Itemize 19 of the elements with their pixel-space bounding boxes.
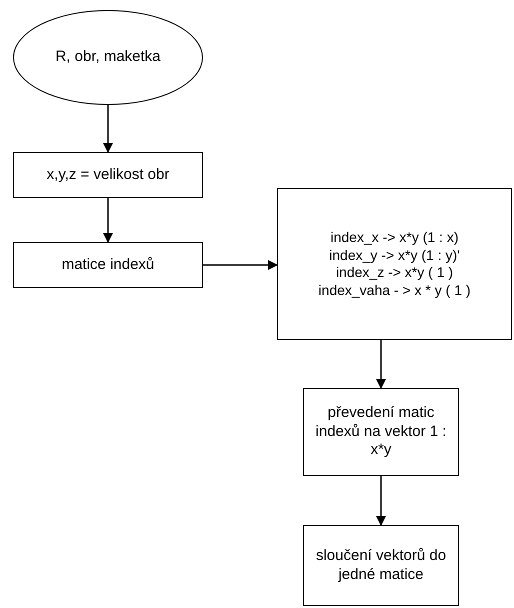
process-box [277,188,512,340]
node-text: index_vaha - > x * y ( 1 ) [318,282,471,299]
node-text: R, obr, maketka [54,48,162,67]
process-box [13,242,203,288]
arrow [376,476,386,526]
node-text: sloučení vektorů do jedné matice [314,546,448,584]
node-text: převedení matic indexů na vektor 1 : x*y [314,404,448,460]
arrow [203,260,278,270]
node-text: index_x -> x*y (1 : x) [330,229,458,246]
process-box [303,388,459,476]
node-text: x,y,z = velikost obr [46,166,170,184]
node-text: matice indexů [60,256,156,274]
arrow [103,198,113,243]
arrow [376,340,386,389]
node-text: index_y -> x*y (1 : y)' [329,246,460,264]
process-box [13,152,203,198]
process-box [303,525,459,606]
node-text: index_z -> x*y ( 1 ) [336,264,454,282]
arrow [103,105,113,153]
